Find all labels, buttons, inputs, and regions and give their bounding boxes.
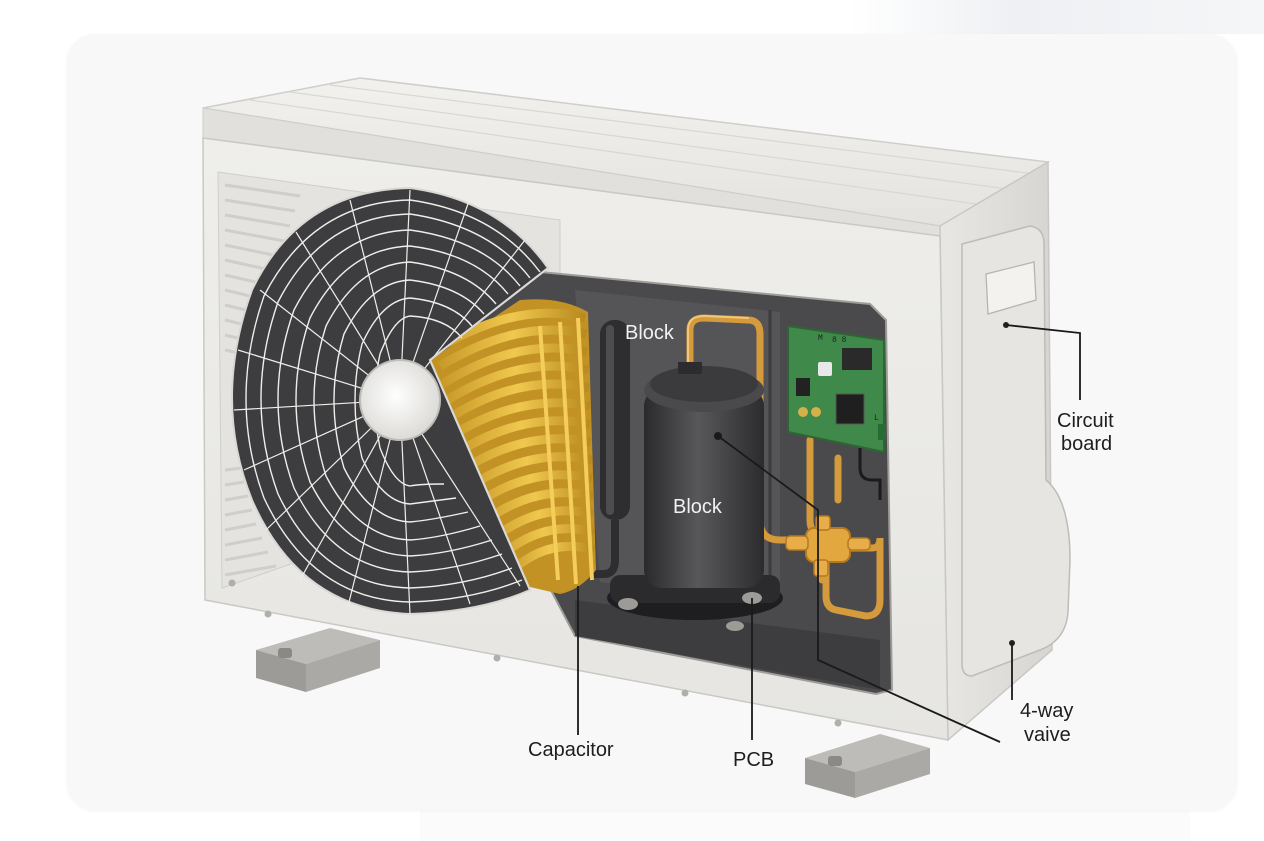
mounting-feet [256,628,930,798]
leader-circuit-board [1005,324,1081,400]
label-valve-line1: 4-way [1020,700,1074,722]
fan-guard [231,186,550,616]
label-capacitor: Capacitor [528,739,614,761]
label-circuit-board-line2: board [1061,433,1113,455]
side-panel [939,160,1071,742]
top-panel [202,77,1051,237]
label-circuit-board-line1: Circuit [1057,410,1114,432]
label-block-compressor: Block [673,496,722,518]
label-valve-line2: vaive [1024,724,1071,746]
svg-text:L: L [874,414,879,423]
background-strip-top [850,0,1264,34]
svg-text:8 8: 8 8 [832,336,847,345]
compressor [607,362,783,631]
leader-valve-compressor [717,435,1001,743]
svg-text:M: M [818,334,823,343]
four-way-valve [785,515,871,577]
accumulator [585,320,630,578]
circuit-board: M 8 8 L [787,324,886,500]
label-pcb: PCB [733,749,775,771]
pipe-highlight [687,314,749,371]
label-block-top: Block [625,322,674,344]
leader-lines [577,324,1081,743]
